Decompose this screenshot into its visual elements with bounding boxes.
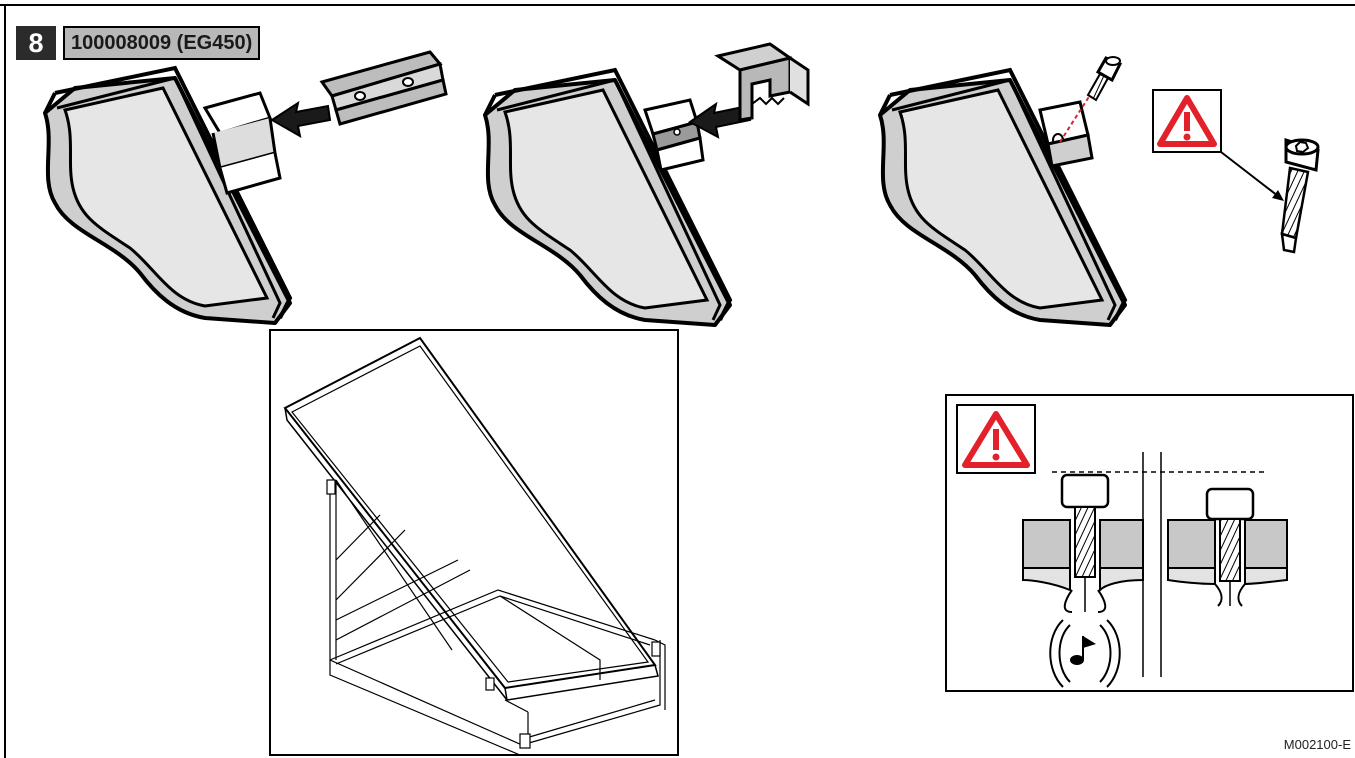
step-illustration-2	[483, 68, 732, 327]
frame-top-border	[0, 4, 1355, 6]
connector-piece-2	[714, 42, 810, 122]
screw-icon	[1280, 137, 1320, 254]
step-number: 8	[16, 26, 56, 60]
tightening-detail	[945, 394, 1354, 692]
frame-assembly-illustration	[269, 329, 679, 756]
figure-code: M002100-E	[1283, 737, 1351, 752]
connector-piece-1	[319, 50, 448, 126]
sound-note-icon	[1049, 619, 1121, 688]
step-illustration-3	[878, 68, 1127, 327]
frame-left-border	[4, 4, 6, 758]
arrow-to-screw	[1220, 151, 1284, 201]
step-illustration-1	[43, 66, 292, 325]
screw-icon	[1059, 56, 1123, 143]
reference-label: 100008009 (EG450)	[63, 26, 261, 60]
insertion-arrow-icon	[270, 100, 332, 138]
warning-box-top	[1152, 89, 1222, 153]
